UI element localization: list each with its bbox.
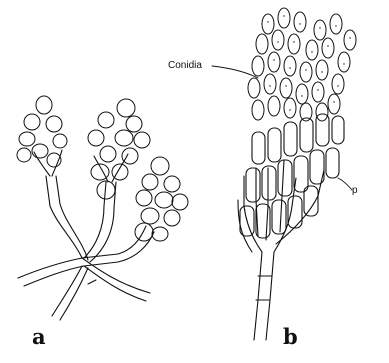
- phialide: [300, 118, 313, 152]
- conidium: [316, 103, 328, 121]
- conidium: [284, 56, 296, 76]
- conidium: [300, 62, 312, 82]
- conidia-leader-line: [212, 66, 258, 78]
- phialide: [326, 148, 339, 178]
- conidium: [155, 192, 173, 208]
- phialide: [268, 128, 281, 162]
- conidium: [248, 78, 260, 98]
- conidium: [17, 148, 31, 162]
- phialide: [246, 168, 260, 202]
- conidium: [53, 134, 67, 148]
- conidium: [252, 100, 264, 120]
- conidium: [19, 132, 35, 146]
- conidium: [306, 40, 318, 60]
- conidium: [296, 84, 308, 104]
- conidium: [88, 130, 104, 146]
- phialide: [332, 116, 344, 144]
- conidium: [32, 144, 48, 158]
- conidium: [314, 20, 326, 40]
- septum: [88, 280, 96, 284]
- hypha-base-left-2: [24, 262, 118, 286]
- conidium: [264, 74, 276, 94]
- panel-a-conidia: [17, 96, 188, 241]
- hypha-base-left: [18, 254, 118, 278]
- phialide: [272, 200, 286, 234]
- hypha-branch-down-2: [60, 268, 88, 320]
- conidium: [100, 146, 116, 162]
- panel-b-drawing: [212, 66, 352, 340]
- metula: [274, 178, 296, 252]
- conidium: [46, 116, 62, 132]
- conidium: [262, 14, 274, 34]
- conidium: [136, 190, 152, 206]
- conidium: [316, 60, 328, 80]
- conidium: [272, 30, 284, 50]
- hypha-base-right-2: [84, 266, 146, 301]
- panel-a-label: a: [32, 326, 46, 347]
- conidium: [24, 114, 40, 130]
- conidium: [332, 74, 344, 94]
- conidium: [152, 227, 168, 241]
- conidium: [256, 34, 268, 54]
- conidium: [280, 78, 292, 98]
- stipe: [254, 252, 262, 340]
- conidium: [98, 112, 114, 128]
- conidium: [134, 132, 150, 148]
- conidium: [122, 148, 138, 164]
- p-label: p: [352, 186, 358, 196]
- conidium: [268, 96, 280, 116]
- conidium: [294, 12, 306, 32]
- conidium: [338, 52, 350, 72]
- conidium: [117, 99, 135, 117]
- conidium: [288, 34, 300, 54]
- panel-a-drawing: [18, 150, 154, 320]
- phialide: [262, 166, 276, 200]
- phialide: [284, 122, 297, 156]
- conidiophore-a1-2: [56, 176, 88, 260]
- conidium: [164, 210, 180, 226]
- conidium: [151, 157, 169, 175]
- conidium: [252, 56, 264, 76]
- conidium: [36, 96, 52, 114]
- conidium: [164, 176, 180, 192]
- branch-a1: [34, 152, 50, 176]
- phialide: [278, 160, 292, 196]
- panel-b-label: b: [283, 326, 298, 347]
- metula: [244, 176, 262, 252]
- p-leader-line: [338, 178, 352, 190]
- conidium: [126, 116, 142, 132]
- phialide: [288, 196, 302, 228]
- conidium: [330, 14, 342, 34]
- conidium: [112, 164, 128, 180]
- conidium: [344, 30, 356, 50]
- panel-b-conidia: [248, 8, 356, 121]
- phialide: [294, 156, 308, 192]
- conidium: [268, 52, 280, 72]
- conidium: [142, 174, 158, 190]
- conidium: [328, 94, 340, 114]
- conidium: [312, 82, 324, 102]
- conidium: [172, 194, 188, 210]
- conidiophore-a1: [46, 176, 82, 258]
- conidium: [141, 208, 159, 224]
- conidia-label: Conidia: [168, 61, 202, 71]
- conidium: [322, 38, 334, 58]
- phialide: [252, 132, 265, 164]
- stipe-2: [266, 252, 274, 340]
- conidium: [135, 223, 153, 241]
- conidiophore-a2: [84, 182, 106, 258]
- conidium: [115, 130, 133, 146]
- conidium: [284, 98, 296, 118]
- conidium: [278, 8, 290, 28]
